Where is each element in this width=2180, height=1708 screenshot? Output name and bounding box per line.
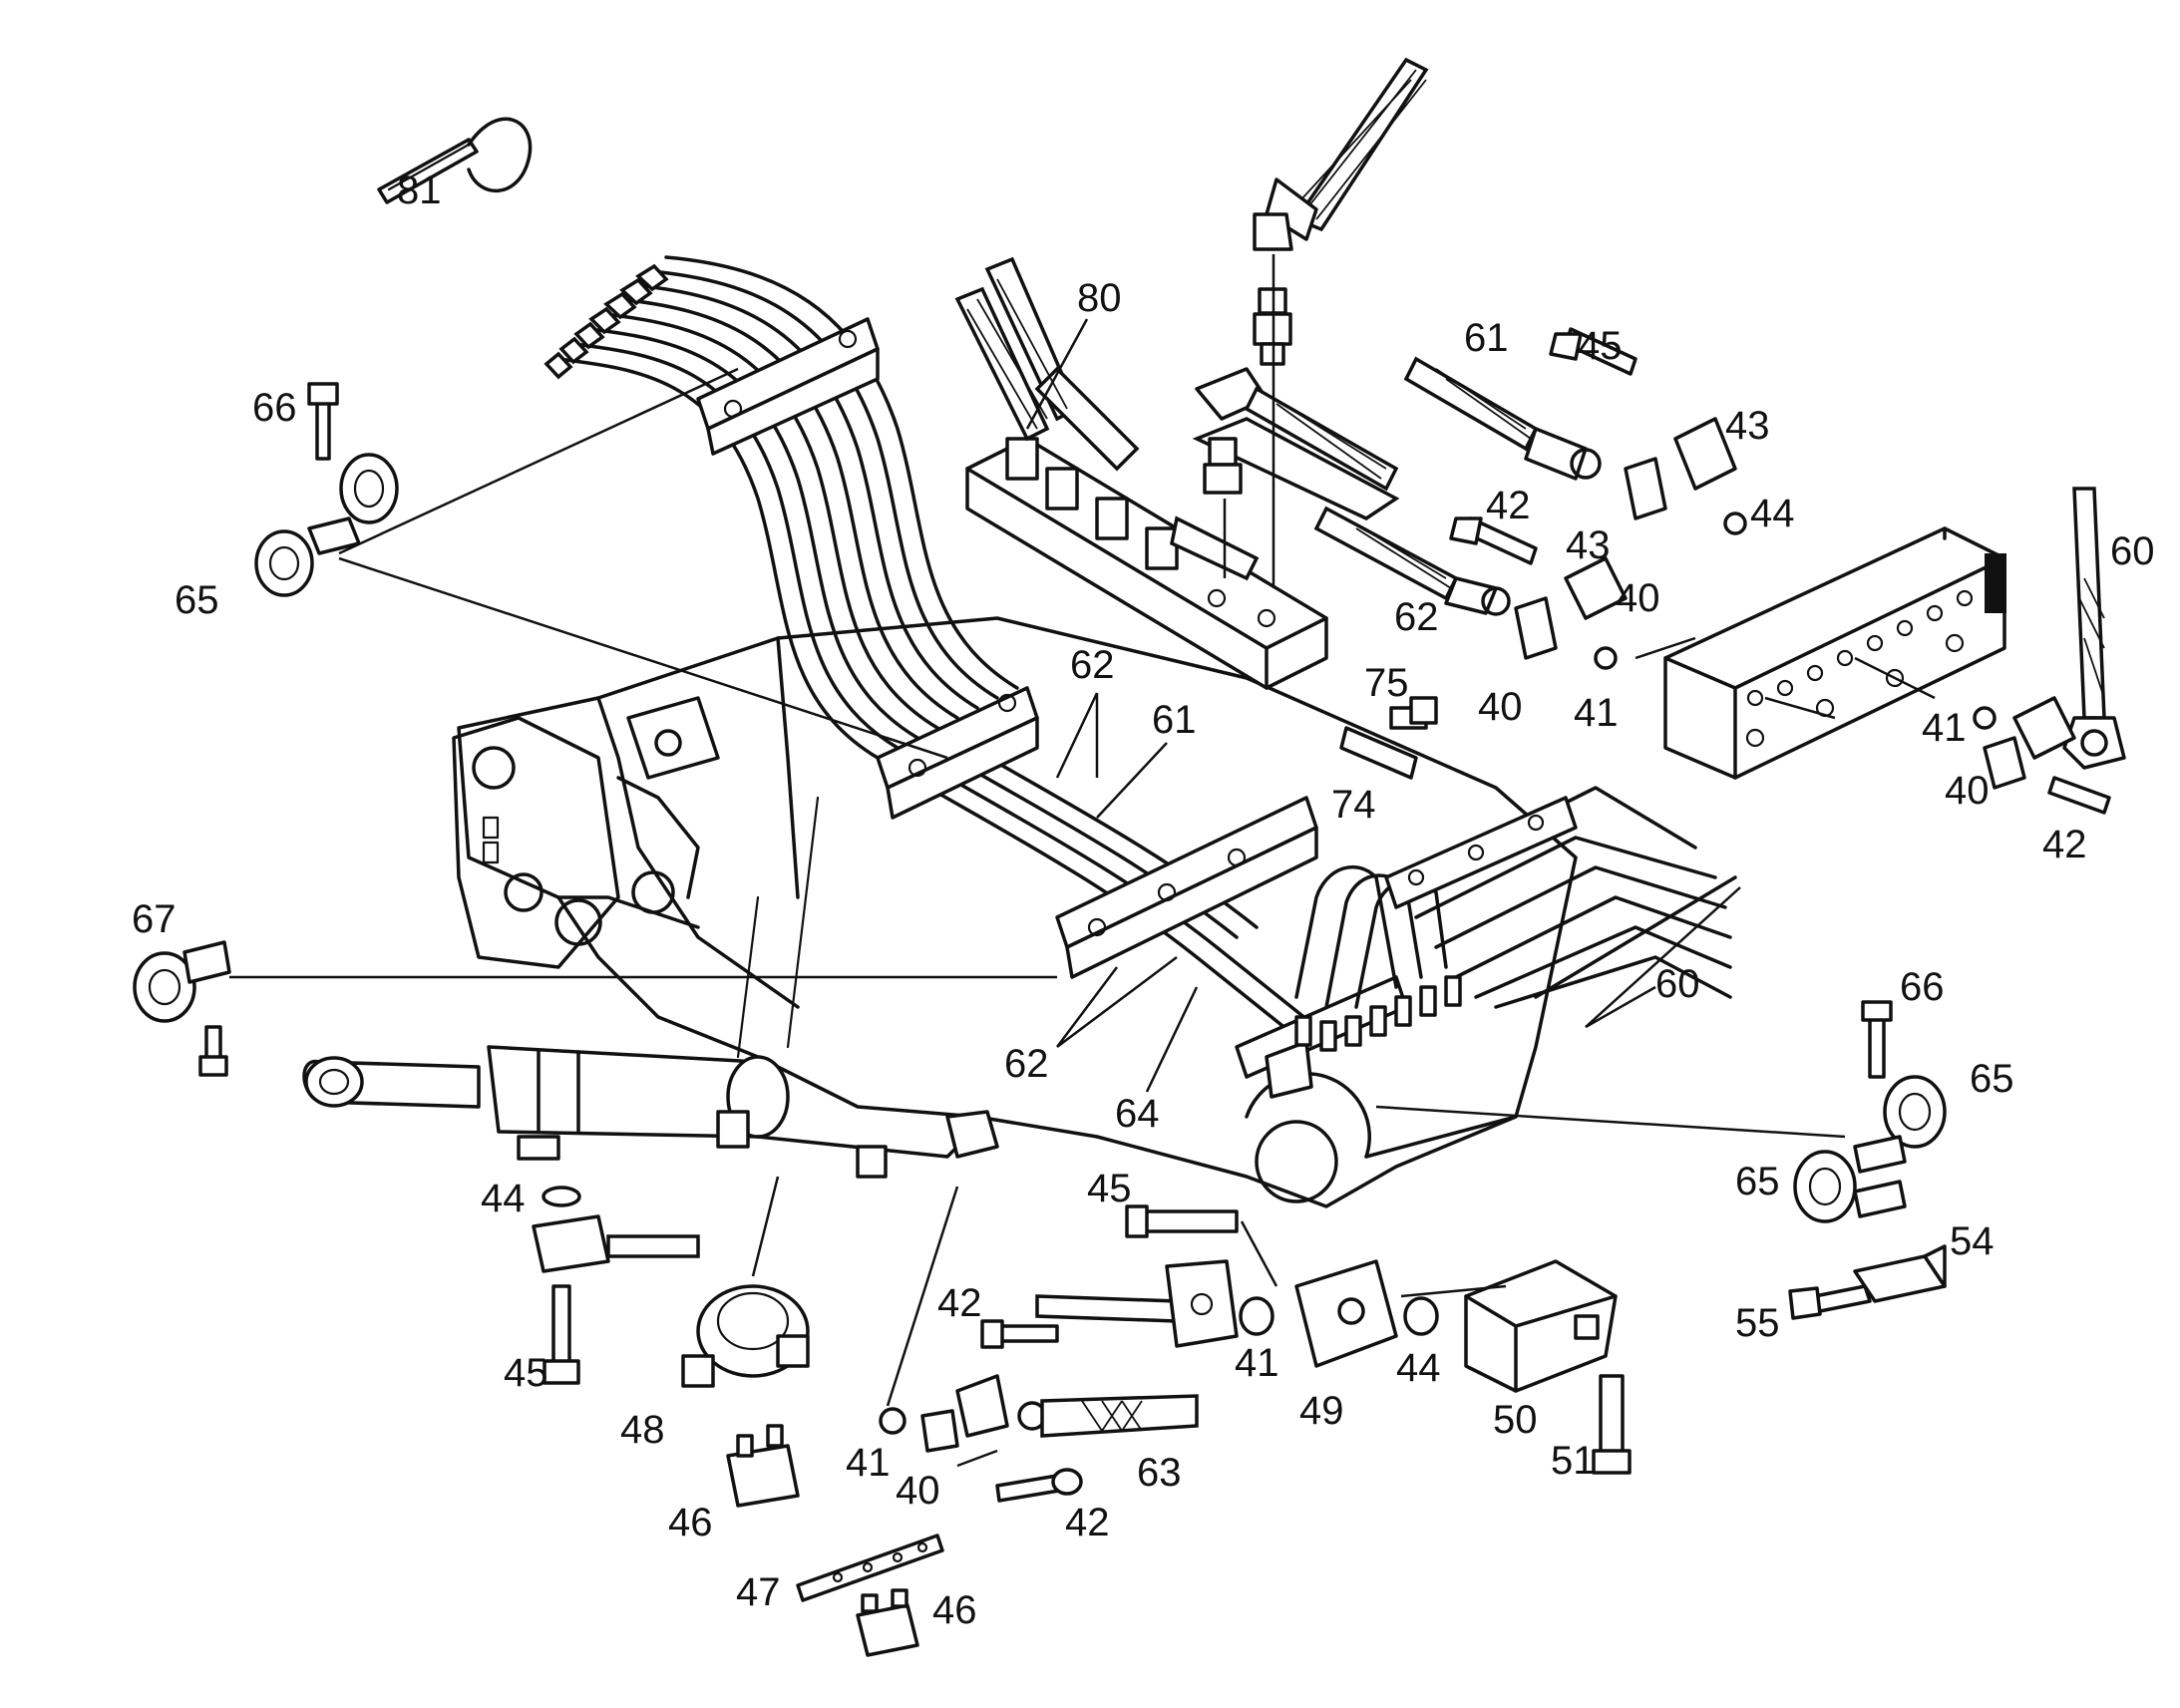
callout-66: 66	[1900, 965, 1945, 1009]
callout-62: 62	[1004, 1042, 1049, 1086]
callout-75: 75	[1364, 661, 1409, 705]
bolts-upper	[1449, 327, 2111, 815]
callout-67: 67	[132, 897, 177, 941]
callout-41: 41	[1574, 691, 1619, 735]
callout-40: 40	[896, 1469, 940, 1513]
callout-66: 66	[252, 386, 297, 430]
callout-45: 45	[1578, 324, 1623, 368]
callout-45: 45	[1087, 1167, 1132, 1210]
callout-45: 45	[504, 1351, 548, 1395]
top-hose-adapter	[1195, 57, 1429, 588]
callout-43: 43	[1725, 404, 1770, 448]
lower-flange-parts	[879, 1186, 1199, 1503]
plate-74-75	[1339, 696, 1438, 780]
valve-block-left	[954, 256, 1400, 690]
callout-42: 42	[1065, 1501, 1110, 1544]
cylinder	[302, 1045, 999, 1179]
callout-50: 50	[1493, 1398, 1538, 1442]
callout-49: 49	[1299, 1389, 1344, 1433]
distributor-block	[1635, 526, 2006, 780]
callout-65: 65	[1735, 1160, 1780, 1203]
callout-43: 43	[1566, 523, 1611, 567]
callout-60: 60	[2110, 529, 2155, 573]
callout-65: 65	[175, 578, 219, 622]
callout-44: 44	[1396, 1346, 1441, 1390]
valve-assembly-lower	[980, 1204, 1632, 1475]
hose-60-right	[2062, 487, 2126, 770]
callout-41: 41	[1235, 1341, 1279, 1385]
callout-40: 40	[1478, 685, 1523, 729]
callout-42: 42	[937, 1281, 982, 1325]
callout-40: 40	[1616, 576, 1660, 620]
callout-62: 62	[1070, 643, 1115, 687]
callout-64: 64	[1115, 1092, 1160, 1136]
hose-bundle	[544, 255, 1318, 1039]
callout-63: 63	[1137, 1451, 1182, 1495]
callout-60: 60	[1655, 962, 1700, 1006]
hose-61-62	[1313, 356, 1602, 616]
callout-80: 80	[1077, 276, 1122, 320]
callout-41: 41	[1922, 706, 1967, 750]
callout-42: 42	[1486, 484, 1531, 527]
callout-46: 46	[668, 1501, 713, 1544]
callout-62: 62	[1394, 595, 1439, 639]
callout-41: 41	[846, 1441, 891, 1485]
callout-47: 47	[736, 1570, 781, 1614]
callout-42: 42	[2042, 823, 2087, 866]
callout-labels: 81 80 61 45 43 44 60 66 65 42 43 40 62 4…	[132, 169, 2155, 1632]
callout-81: 81	[397, 169, 442, 212]
callout-61: 61	[1464, 316, 1509, 360]
leader-lines	[1025, 318, 1656, 1093]
clamp-67	[133, 940, 1057, 1077]
callout-61: 61	[1152, 698, 1197, 742]
callout-48: 48	[620, 1408, 665, 1452]
callout-44: 44	[1750, 492, 1795, 535]
callout-46: 46	[932, 1588, 977, 1632]
cylinder-mount-parts	[532, 1176, 944, 1657]
hose-fan	[1294, 786, 1741, 1052]
callout-51: 51	[1551, 1439, 1596, 1483]
callout-44: 44	[481, 1177, 526, 1220]
callout-65: 65	[1970, 1057, 2014, 1101]
callout-55: 55	[1735, 1301, 1780, 1345]
clamps-lower-right	[1375, 1000, 1947, 1320]
callout-54: 54	[1950, 1219, 1995, 1263]
clamps-top-left	[254, 117, 948, 760]
callout-74: 74	[1331, 783, 1376, 827]
callout-40: 40	[1945, 769, 1990, 813]
